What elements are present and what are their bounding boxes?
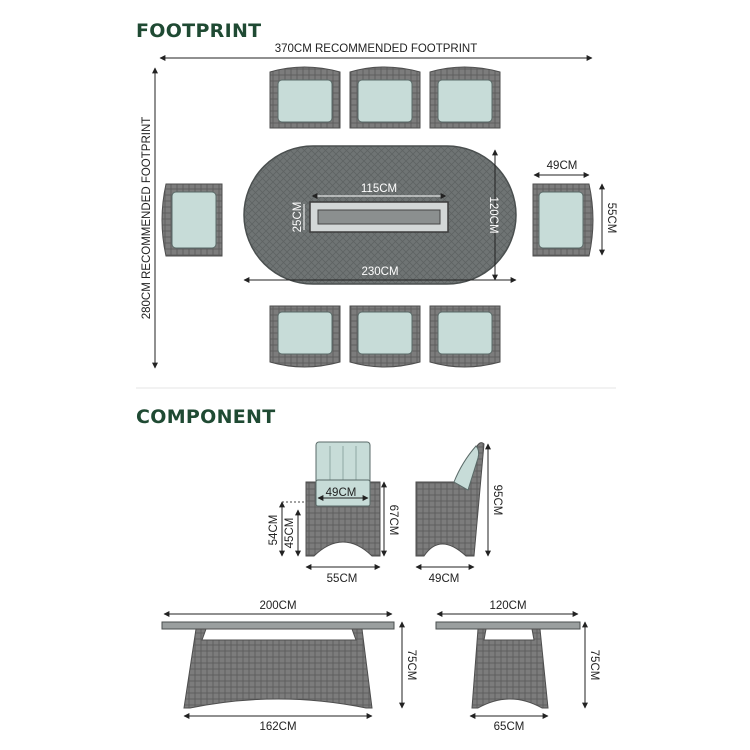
table-front-height-label: 75CM [405, 650, 417, 681]
bottom-chair-1 [269, 305, 341, 368]
chair-arm-height-label: 67CM [387, 505, 399, 536]
chair-side-depth-label: 49CM [429, 573, 460, 585]
chair-front-view [305, 441, 381, 557]
left-end-chair [161, 183, 223, 257]
top-chair-3 [429, 66, 501, 129]
chair-total-width-label: 55CM [327, 573, 358, 585]
table-front-top-label: 200CM [259, 600, 296, 612]
table-side-height-label: 75CM [588, 650, 600, 681]
footprint-depth-label: 280CM RECOMMENDED FOOTPRINT [141, 117, 153, 320]
bottom-chair-2 [349, 305, 421, 368]
table-side-base-label: 65CM [494, 721, 525, 733]
table-front-base-label: 162CM [259, 721, 296, 733]
table-front-view [161, 621, 395, 709]
footprint-heading: FOOTPRINT [136, 20, 262, 42]
component-heading: COMPONENT [136, 406, 276, 428]
table-length-label: 230CM [361, 266, 398, 278]
top-chair-1 [269, 66, 341, 129]
chair-side-height-label: 95CM [491, 485, 503, 516]
fire-burner [309, 201, 449, 233]
chair-seat-width-label: 49CM [326, 487, 357, 499]
top-chair-2 [349, 66, 421, 129]
chair-depth-label: 55CM [605, 203, 617, 234]
chair-seat-height-label: 54CM [268, 515, 280, 546]
table-side-top-label: 120CM [489, 600, 526, 612]
burner-width-label: 25CM [292, 202, 304, 233]
right-end-chair [532, 183, 594, 257]
burner-length-label: 115CM [361, 183, 397, 195]
chair-side-view [415, 442, 485, 557]
table-side-view [435, 621, 581, 709]
chair-frame-seat-label: 45CM [284, 518, 296, 549]
bottom-chair-3 [429, 305, 501, 368]
table-width-label: 120CM [487, 196, 499, 233]
chair-width-label: 49CM [547, 160, 578, 172]
footprint-width-label: 370CM RECOMMENDED FOOTPRINT [275, 43, 478, 55]
